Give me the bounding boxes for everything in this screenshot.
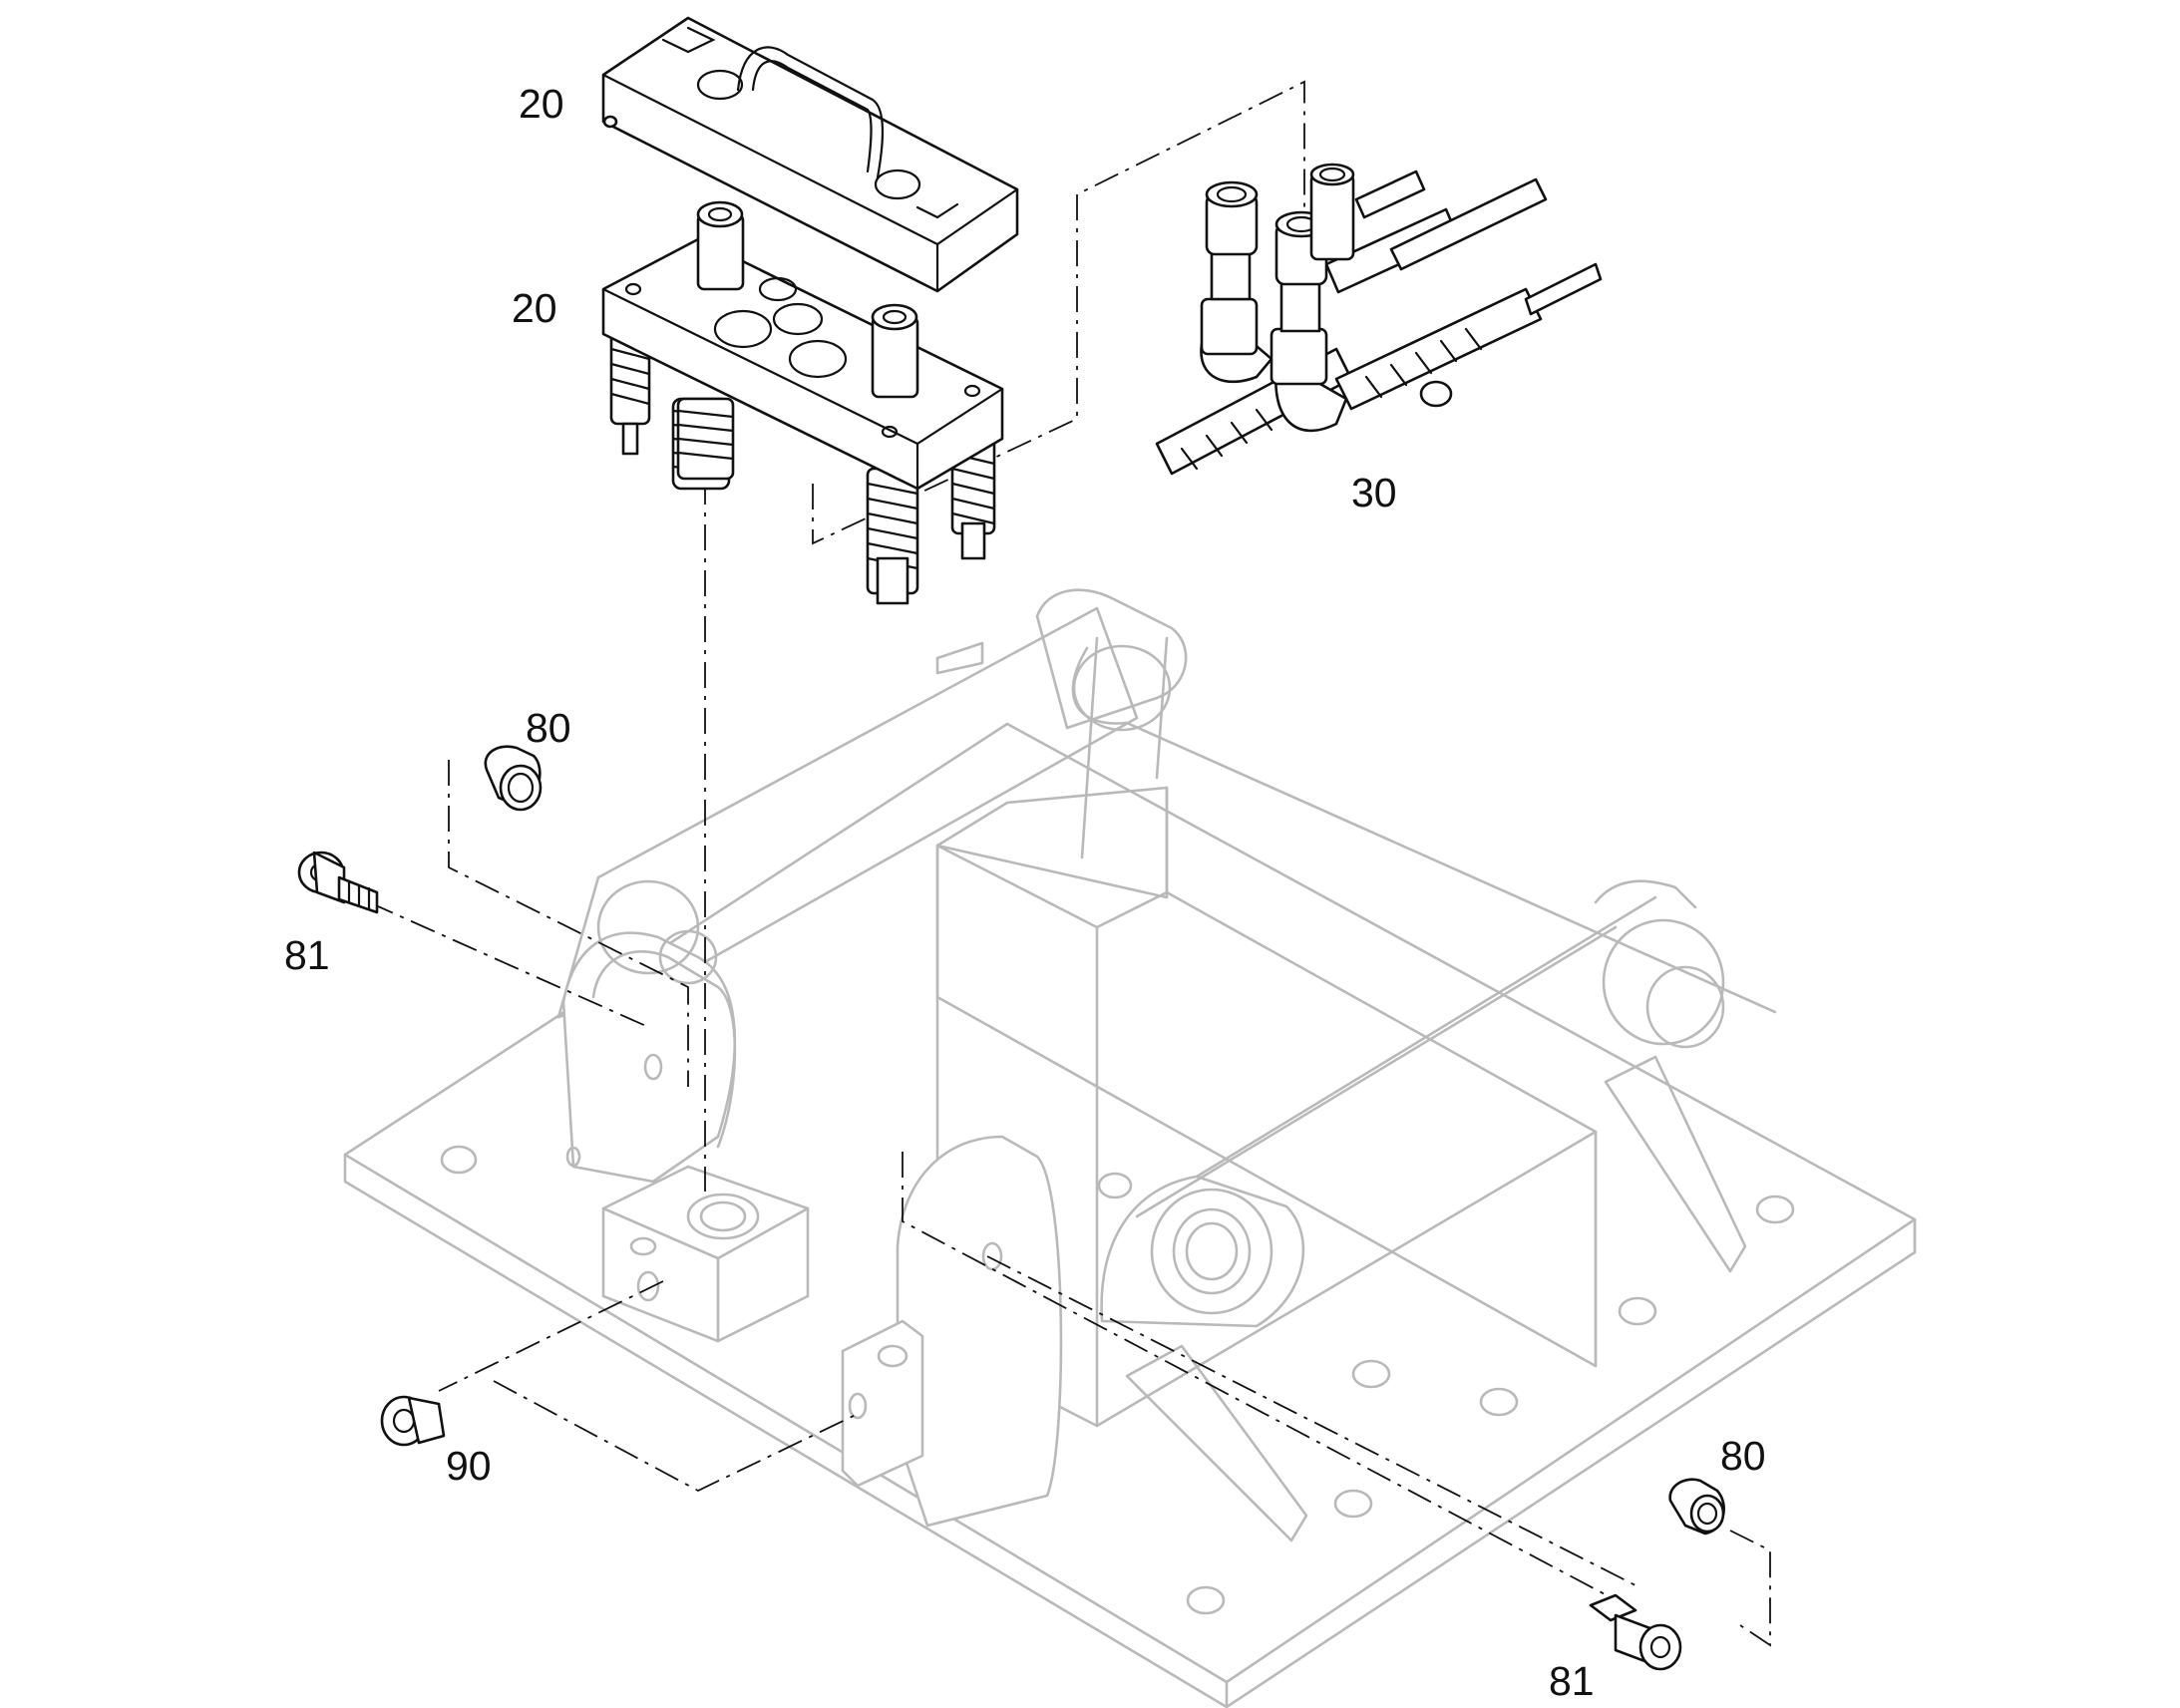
hose-assembly-part (1155, 163, 1603, 476)
bushing-right-part (1668, 1478, 1725, 1536)
bushing-left-part (484, 745, 543, 812)
callout-labels: 20 20 30 80 81 90 80 81 (284, 81, 1766, 1704)
base-frame (343, 588, 1917, 1708)
top-cover-part (601, 16, 1019, 293)
callout-plug: 90 (446, 1443, 492, 1489)
plate-holes (440, 1145, 1795, 1615)
callout-top-cover: 20 (519, 81, 564, 127)
assembly-lines (368, 80, 1771, 1647)
callout-bushing-right: 80 (1720, 1433, 1766, 1479)
callout-coupling-plate: 20 (512, 285, 557, 331)
front-coupling-block (841, 1319, 924, 1488)
screw-left-part (297, 851, 379, 914)
callout-screw-left: 81 (284, 932, 330, 978)
screw-right-part (1589, 1593, 1682, 1671)
coupling-plate-part (601, 200, 1004, 605)
callout-bushing-left: 80 (526, 705, 571, 751)
plug-part (380, 1395, 446, 1447)
left-coupling-block (601, 1165, 810, 1343)
callout-hose-assembly: 30 (1351, 470, 1397, 515)
callout-screw-right: 81 (1549, 1658, 1595, 1704)
